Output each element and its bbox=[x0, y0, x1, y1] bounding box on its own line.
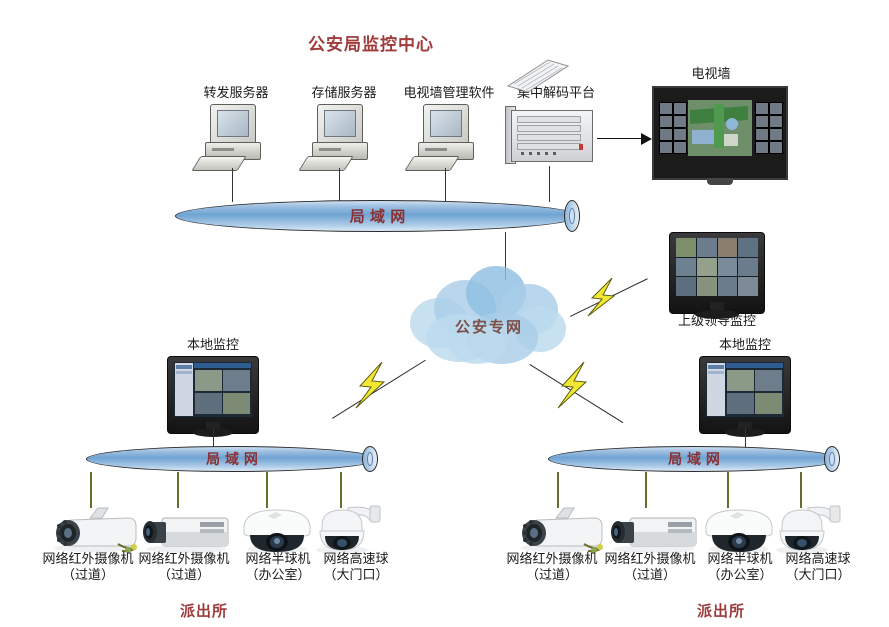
box-camera-icon-left bbox=[143, 517, 229, 553]
lcd-monitor-icon-supervisor bbox=[669, 232, 765, 319]
camera-location-left-4: （大门口） bbox=[323, 568, 389, 584]
bullet-ir-camera-icon-right bbox=[520, 507, 603, 553]
page-title: 公安局监控中心 bbox=[308, 35, 434, 55]
camera-name-left-3: 网络半球机 bbox=[245, 552, 311, 567]
wireless-link-right-lower bbox=[529, 358, 632, 426]
station-label-right: 派出所 bbox=[697, 602, 746, 620]
cable-left-cam-2 bbox=[177, 472, 179, 508]
lan-bar-center-cap bbox=[564, 200, 580, 232]
desktop-pc-icon-forwarding bbox=[191, 104, 274, 171]
lan-bar-left-cap bbox=[362, 446, 378, 472]
camera-location-left-2: （过道） bbox=[157, 568, 210, 584]
desktop-pc-icon-tvwall-software bbox=[404, 104, 487, 171]
link-forwarding-to-lan bbox=[232, 168, 233, 202]
lan-bar-right: 局 域 网 bbox=[548, 446, 840, 472]
link-right-monitor-to-lan bbox=[745, 428, 746, 450]
station-label-left: 派出所 bbox=[180, 602, 229, 620]
cloud-label: 公安专网 bbox=[454, 318, 523, 336]
cable-left-cam-4 bbox=[340, 472, 342, 508]
tv-wall-label: 电视墙 bbox=[691, 67, 731, 82]
lan-bar-right-cap bbox=[824, 446, 840, 472]
box-camera-icon-right bbox=[611, 517, 697, 553]
camera-label-right-1: 网络红外摄像机 （过道） bbox=[497, 552, 607, 585]
link-decoder-to-lan bbox=[549, 166, 550, 202]
server-label-storage: 存储服务器 bbox=[311, 86, 377, 101]
camera-label-left-4: 网络高速球 （大门口） bbox=[310, 552, 402, 585]
wireless-link-left-lower bbox=[330, 358, 426, 426]
lan-bar-center: 局 域 网 bbox=[175, 200, 580, 232]
dome-camera-icon-left bbox=[243, 509, 311, 553]
dome-camera-icon-right bbox=[705, 509, 773, 553]
camera-name-left-1: 网络红外摄像机 bbox=[42, 552, 134, 567]
camera-location-right-4: （大门口） bbox=[785, 568, 851, 584]
server-label-forwarding: 转发服务器 bbox=[203, 86, 269, 101]
camera-label-right-3: 网络半球机 （办公室） bbox=[694, 552, 786, 585]
local-monitor-label-left: 本地监控 bbox=[186, 338, 239, 353]
link-left-monitor-to-lan bbox=[213, 428, 214, 450]
camera-location-right-2: （过道） bbox=[623, 568, 676, 584]
camera-location-right-1: （过道） bbox=[525, 568, 578, 584]
camera-location-right-3: （办公室） bbox=[707, 568, 773, 584]
camera-label-left-2: 网络红外摄像机 （过道） bbox=[129, 552, 239, 585]
lan-bar-right-label: 局 域 网 bbox=[668, 452, 720, 468]
cable-right-cam-3 bbox=[727, 472, 729, 508]
server-label-tvwall-software: 电视墙管理软件 bbox=[403, 86, 495, 101]
cable-right-cam-1 bbox=[557, 472, 559, 508]
camera-label-left-3: 网络半球机 （办公室） bbox=[232, 552, 324, 585]
lcd-monitor-icon-left bbox=[167, 356, 259, 437]
decoder-to-tvwall-arrow-head bbox=[641, 133, 652, 145]
wireless-link-right-upper bbox=[568, 276, 650, 324]
camera-label-left-1: 网络红外摄像机 （过道） bbox=[33, 552, 143, 585]
cable-right-cam-4 bbox=[800, 472, 802, 508]
camera-name-right-2: 网络红外摄像机 bbox=[604, 552, 696, 567]
link-tvwallsw-to-lan bbox=[445, 168, 446, 202]
lan-bar-left-label: 局 域 网 bbox=[206, 452, 258, 468]
rack-server-icon-decoder bbox=[505, 104, 593, 166]
supervisor-label: 上级领导监控 bbox=[677, 314, 756, 329]
camera-label-right-2: 网络红外摄像机 （过道） bbox=[595, 552, 705, 585]
local-monitor-label-right: 本地监控 bbox=[718, 338, 771, 353]
lan-bar-left: 局 域 网 bbox=[86, 446, 378, 472]
camera-name-left-2: 网络红外摄像机 bbox=[138, 552, 230, 567]
cable-left-cam-1 bbox=[90, 472, 92, 508]
link-storage-to-lan bbox=[339, 168, 340, 202]
ptz-speed-dome-icon-right bbox=[776, 505, 841, 554]
server-label-decoder-platform: 集中解码平台 bbox=[516, 86, 595, 101]
desktop-pc-icon-storage bbox=[298, 104, 381, 171]
cloud-icon: 公安专网 bbox=[404, 258, 574, 370]
tv-wall-icon bbox=[652, 86, 788, 185]
link-center-lan-to-cloud bbox=[505, 232, 506, 280]
bullet-ir-camera-icon-left bbox=[54, 507, 137, 553]
camera-location-left-1: （过道） bbox=[61, 568, 114, 584]
camera-name-left-4: 网络高速球 bbox=[323, 552, 389, 567]
camera-name-right-4: 网络高速球 bbox=[785, 552, 851, 567]
lcd-monitor-icon-right bbox=[699, 356, 791, 437]
decoder-to-tvwall-arrow-line bbox=[597, 138, 642, 139]
ptz-speed-dome-icon-left bbox=[316, 505, 381, 554]
camera-name-right-3: 网络半球机 bbox=[707, 552, 773, 567]
camera-name-right-1: 网络红外摄像机 bbox=[506, 552, 598, 567]
lan-bar-center-label: 局 域 网 bbox=[349, 207, 406, 226]
camera-label-right-4: 网络高速球 （大门口） bbox=[772, 552, 864, 585]
decoder-top-panel-icon bbox=[506, 59, 570, 93]
camera-location-left-3: （办公室） bbox=[245, 568, 311, 584]
cable-right-cam-2 bbox=[645, 472, 647, 508]
cable-left-cam-3 bbox=[266, 472, 268, 508]
